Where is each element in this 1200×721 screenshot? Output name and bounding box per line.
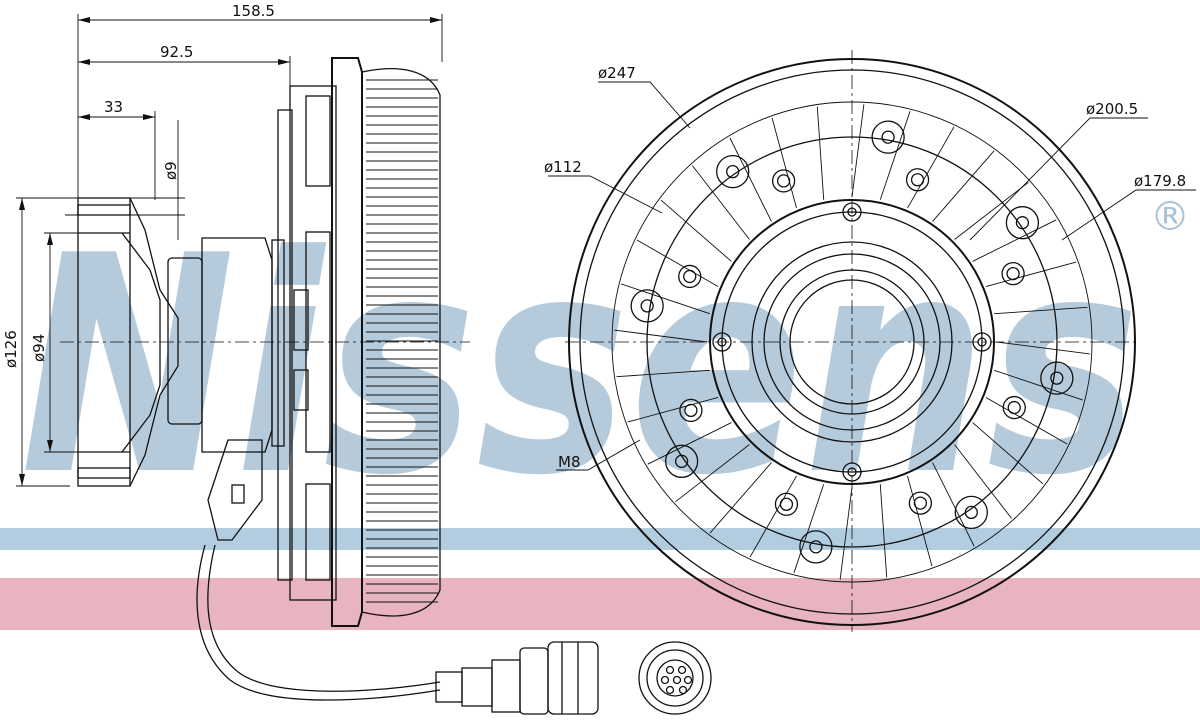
mounting-lug xyxy=(1040,361,1074,395)
wire-harness xyxy=(196,439,441,701)
fan-spoke xyxy=(985,397,1068,445)
watermark-pink-band xyxy=(0,578,1200,630)
mounting-lug-hole xyxy=(1015,216,1030,230)
fan-spoke xyxy=(749,475,797,558)
fan-spoke xyxy=(709,462,772,534)
mounting-lug-hole xyxy=(640,299,654,313)
pcd-bolt-hole-inner xyxy=(1007,400,1021,415)
pcd-bolt-hole-inner xyxy=(776,174,791,188)
fan-spoke xyxy=(647,422,732,465)
fan-spoke xyxy=(627,397,719,423)
fan-spoke xyxy=(851,104,865,198)
fan-spoke xyxy=(954,444,1013,519)
fan-spoke xyxy=(907,126,955,209)
fan-spoke xyxy=(954,181,1029,240)
mounting-lug xyxy=(716,154,750,189)
dimension-arrows xyxy=(19,17,442,486)
fan-spoke xyxy=(675,444,750,503)
pcd-bolt-hole-inner xyxy=(684,403,698,418)
watermark-registered-mark: ® xyxy=(1150,194,1190,240)
dim-overall-length: 158.5 xyxy=(232,2,275,20)
fan-spoke xyxy=(691,165,750,240)
dimension-lines xyxy=(16,14,443,487)
mounting-lug-hole xyxy=(881,130,895,144)
fan-spoke xyxy=(614,329,708,343)
fan-spoke xyxy=(636,239,719,287)
pcd-bolt-hole xyxy=(679,398,703,423)
fan-spoke xyxy=(907,475,933,567)
pcd-bolt-hole-inner xyxy=(1006,266,1020,281)
mounting-lug xyxy=(871,120,905,154)
dim-body-length: 92.5 xyxy=(160,43,193,61)
mounting-lug-hole xyxy=(726,164,740,179)
dim-hub-length: 33 xyxy=(104,98,123,116)
fan-spoke xyxy=(793,484,825,573)
dim-center-diameter: ø112 xyxy=(544,158,582,176)
pcd-bolt-hole xyxy=(905,168,930,192)
fan-spoke xyxy=(621,283,710,315)
pcd-bolt-hole xyxy=(908,491,933,515)
fan-spoke xyxy=(839,486,853,580)
mounting-lug-hole xyxy=(1050,371,1064,385)
fan-spoke xyxy=(985,261,1077,287)
mounting-lug xyxy=(1005,206,1040,240)
fan-spoke xyxy=(816,106,825,200)
mounting-lug xyxy=(954,495,988,530)
fan-spoke xyxy=(616,369,710,378)
watermark-brand-text: Nissens xyxy=(20,192,1140,541)
mounting-lug xyxy=(630,289,664,323)
connector-plug xyxy=(435,641,599,715)
pcd-bolt-hole xyxy=(678,264,702,289)
hub-bolt-hole xyxy=(712,332,732,352)
leader-lines xyxy=(548,81,1196,471)
fan-spoke xyxy=(972,422,1044,485)
fan-spoke xyxy=(879,484,888,578)
watermark-blue-band xyxy=(0,528,1200,550)
fan-spoke xyxy=(994,369,1083,401)
fan-spoke xyxy=(996,341,1090,355)
front-view: ø247 ø200.5 ø112 ø179.8 M8 xyxy=(544,50,1196,632)
fan-spokes xyxy=(614,104,1090,580)
coil-housing xyxy=(277,85,337,601)
mounting-lug xyxy=(664,444,699,478)
dim-pilot-diameter: ø94 xyxy=(30,334,48,362)
mounting-lug-hole xyxy=(674,454,689,468)
fan-spoke xyxy=(932,150,995,222)
pcd-bolt-hole-inner xyxy=(683,269,697,284)
connector-face xyxy=(638,641,712,715)
watermark: Nissens ® xyxy=(0,192,1200,630)
fan-spoke xyxy=(879,111,911,200)
fan-spoke xyxy=(994,306,1088,315)
pcd-bolt-hole-inner xyxy=(779,497,794,511)
mounting-lugs xyxy=(630,120,1074,564)
fan-spoke xyxy=(660,199,732,262)
fan-spoke xyxy=(972,219,1057,262)
pcd-bolt-hole xyxy=(771,169,796,193)
pcd-bolt-hole-inner xyxy=(910,173,925,187)
dim-flange-hole: ø9 xyxy=(162,161,180,180)
fan-drum xyxy=(331,57,441,627)
dim-fan-outer-diameter: ø247 xyxy=(598,64,636,82)
fan-spoke xyxy=(932,462,975,547)
fan-spoke xyxy=(729,137,772,222)
mounting-lug-hole xyxy=(809,540,823,554)
dim-flange-outer-diameter: ø126 xyxy=(2,330,20,368)
dim-pcd-inner: ø179.8 xyxy=(1134,172,1186,190)
mounting-lug xyxy=(799,530,833,564)
pcd-bolt-hole xyxy=(774,492,799,516)
dim-thread: M8 xyxy=(558,453,581,471)
pcd-bolt-hole-inner xyxy=(913,496,928,510)
fan-spoke xyxy=(771,117,797,209)
dim-pcd-outer: ø200.5 xyxy=(1086,100,1138,118)
pcd-bolt-hole xyxy=(1001,261,1025,286)
mounting-lug-hole xyxy=(964,505,978,520)
pcd-bolt-hole xyxy=(1002,395,1026,420)
side-view: 158.5 92.5 33 ø9 ø126 ø94 xyxy=(2,2,712,715)
